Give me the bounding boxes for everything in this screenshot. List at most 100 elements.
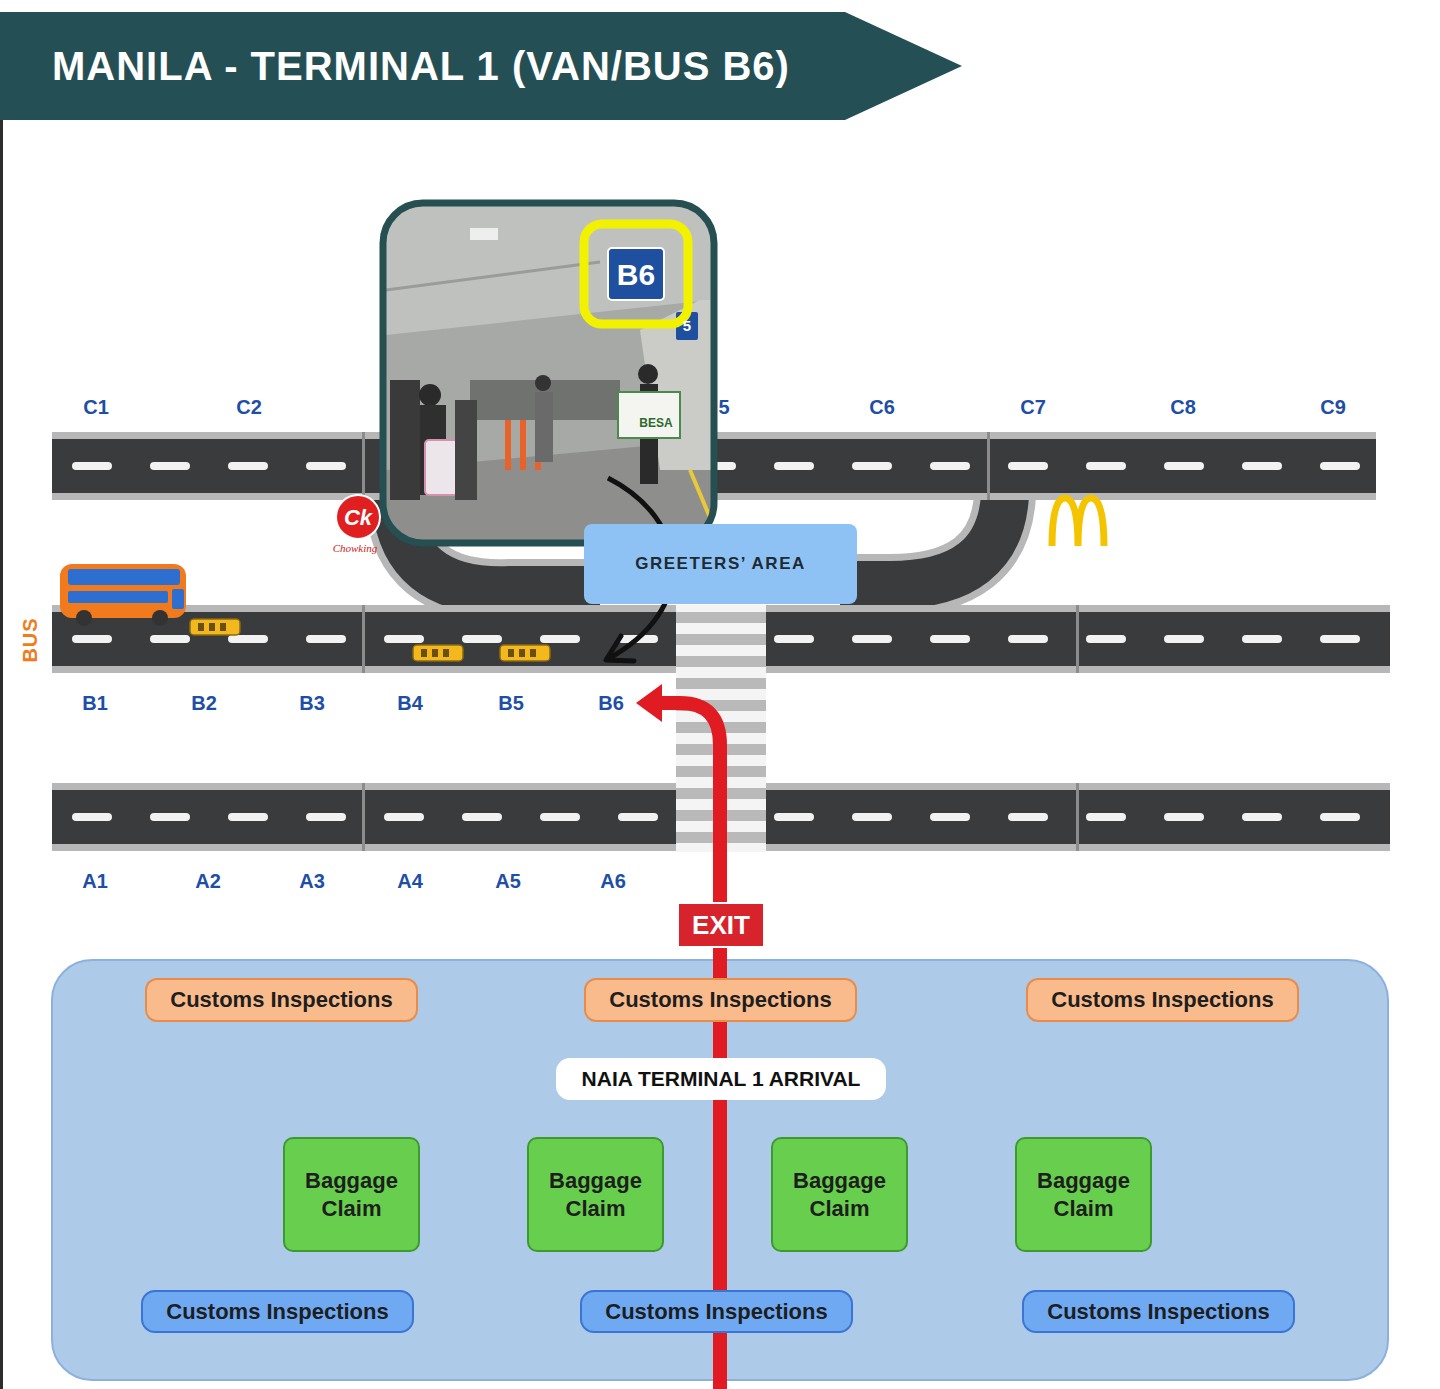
lane-dash xyxy=(1086,635,1126,643)
lane-dash xyxy=(1242,462,1282,470)
bay-label: C6 xyxy=(869,396,895,418)
edge-line xyxy=(0,120,3,1389)
chowking-logo xyxy=(336,495,380,539)
exit-route xyxy=(636,684,720,1389)
road-divider xyxy=(362,783,365,851)
rect-shape xyxy=(618,392,680,438)
lane-dash xyxy=(150,813,190,821)
taxi-body xyxy=(190,619,240,635)
bay-label: B1 xyxy=(82,692,108,714)
lane-dash xyxy=(150,635,190,643)
circle-shape xyxy=(419,384,441,406)
lane-dash xyxy=(306,462,346,470)
customs-box: Customs Inspections xyxy=(145,978,418,1022)
circle-shape xyxy=(336,495,380,539)
road-divider xyxy=(362,605,365,673)
lane-dash xyxy=(462,813,502,821)
rect-shape xyxy=(535,392,553,462)
circle-shape xyxy=(152,610,168,626)
title-banner xyxy=(0,12,962,120)
taxi-body xyxy=(413,645,463,661)
road-divider xyxy=(1076,605,1079,673)
photo xyxy=(386,206,711,540)
circle-shape xyxy=(76,610,92,626)
rect-shape xyxy=(608,248,664,300)
greeters-area: GREETERS’ AREA xyxy=(584,524,857,604)
rect-shape xyxy=(390,380,420,500)
taxi-window xyxy=(421,649,427,657)
baggage-claim-box: Baggage Claim xyxy=(283,1137,420,1252)
box-text: Baggage Claim xyxy=(293,1167,410,1222)
arrival-hall: NAIA TERMINAL 1 ARRIVALCustoms Inspectio… xyxy=(52,960,1388,1380)
customs-box: Customs Inspections xyxy=(584,978,857,1022)
rect-shape xyxy=(455,400,477,500)
lane-dash xyxy=(774,635,814,643)
bus-icon xyxy=(60,564,186,626)
sign-text: 5 xyxy=(683,318,691,335)
mcdonalds-logo xyxy=(1052,498,1104,546)
bay-label: A5 xyxy=(495,870,521,892)
lane-dash xyxy=(1320,635,1360,643)
bay-label: A4 xyxy=(397,870,423,892)
lane-dash xyxy=(618,813,658,821)
lane-dash xyxy=(72,813,112,821)
lane-dash xyxy=(1164,635,1204,643)
lane-dash xyxy=(540,813,580,821)
lane-dash xyxy=(150,462,190,470)
logo-text: Chowking xyxy=(333,542,378,554)
crosswalk-stripe xyxy=(676,678,766,689)
lane-dash xyxy=(1320,462,1360,470)
lane-dash xyxy=(72,635,112,643)
lane-dash xyxy=(930,813,970,821)
line-shape xyxy=(386,262,600,290)
exit-sign: EXIT xyxy=(677,902,765,948)
rect-shape xyxy=(584,224,688,324)
bay-label: B2 xyxy=(191,692,217,714)
lane-dash xyxy=(1164,813,1204,821)
lane-dash xyxy=(462,635,502,643)
road-divider xyxy=(1076,783,1079,851)
box-text: Customs Inspections xyxy=(170,986,392,1014)
taxi-window xyxy=(443,649,449,657)
baggage-claim-box: Baggage Claim xyxy=(527,1137,664,1252)
lane-dash xyxy=(1242,813,1282,821)
box-text: Baggage Claim xyxy=(1025,1167,1142,1222)
customs-box: Customs Inspections xyxy=(1026,978,1299,1022)
rect-shape xyxy=(386,206,711,540)
box-text: Customs Inspections xyxy=(1051,986,1273,1014)
lane-dash xyxy=(774,813,814,821)
taxi-body xyxy=(500,645,550,661)
lane-dash xyxy=(306,635,346,643)
bay-label: 5 xyxy=(718,396,729,418)
baggage-claim-box: Baggage Claim xyxy=(771,1137,908,1252)
rect-shape xyxy=(520,420,526,470)
rect-shape xyxy=(68,569,180,585)
path-shape xyxy=(656,703,720,1389)
lane-dash xyxy=(72,462,112,470)
rect-shape xyxy=(60,564,186,618)
logo-text: Ck xyxy=(344,506,372,530)
bay-label: A3 xyxy=(299,870,325,892)
box-text: Customs Inspections xyxy=(1047,1298,1269,1326)
box-text: Customs Inspections xyxy=(166,1298,388,1326)
lane-dash xyxy=(1320,813,1360,821)
road-divider xyxy=(362,432,365,500)
customs-box: Customs Inspections xyxy=(141,1290,414,1333)
line-shape xyxy=(690,470,711,520)
box-text: EXIT xyxy=(692,909,750,942)
box-text: Baggage Claim xyxy=(537,1167,654,1222)
taxi-window xyxy=(508,649,514,657)
taxi-window xyxy=(209,623,215,631)
bay-label: B5 xyxy=(498,692,524,714)
polyline-shape xyxy=(606,636,634,661)
path-shape xyxy=(840,495,1005,585)
bay-label: C2 xyxy=(236,396,262,418)
bay-label: A6 xyxy=(600,870,626,892)
bay-label: C7 xyxy=(1020,396,1046,418)
lane-dash xyxy=(228,462,268,470)
bay-label: B6 xyxy=(598,692,624,714)
bay-label: B4 xyxy=(397,692,423,714)
lane-dash xyxy=(384,635,424,643)
crosswalk-stripe xyxy=(676,612,766,623)
